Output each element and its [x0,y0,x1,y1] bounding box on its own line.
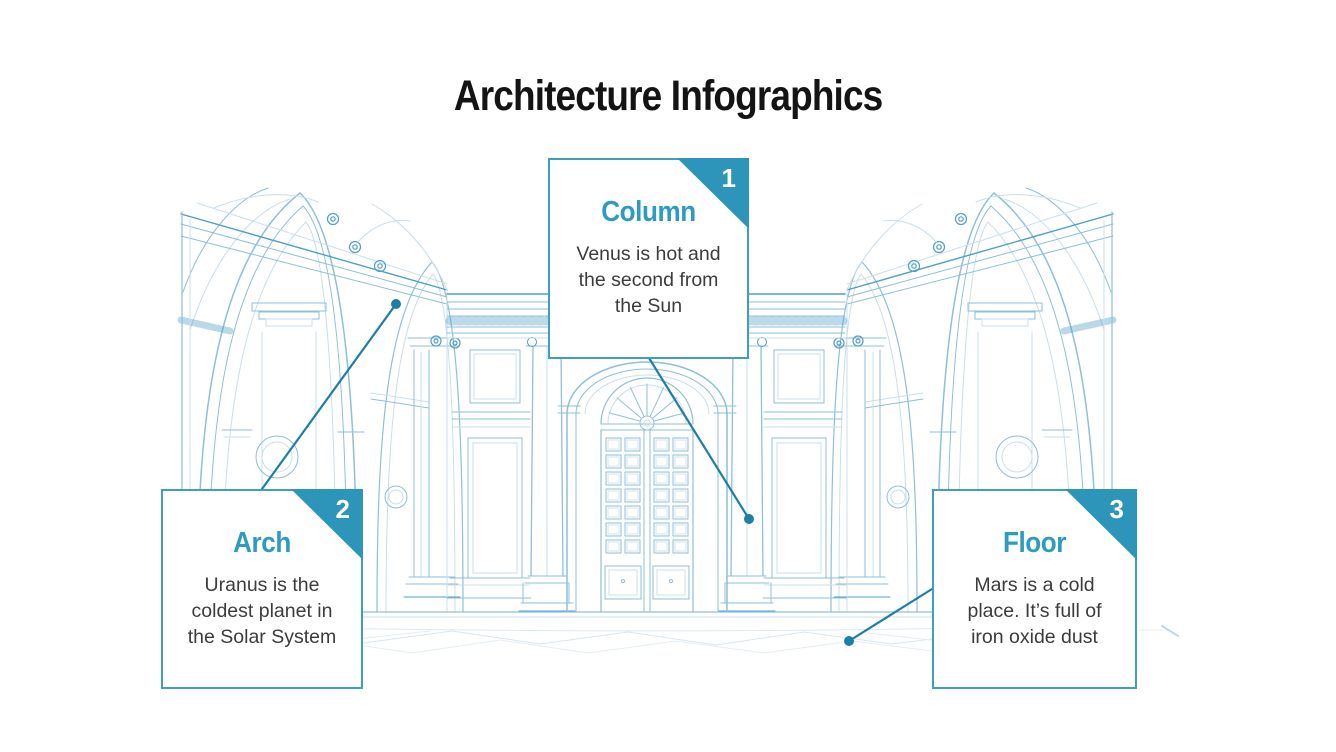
slide-title: Architecture Infographics [453,72,883,120]
card-body: Mars is a cold place. It’s full of iron … [967,574,1102,648]
card-heading: Column [601,196,696,228]
connector-2 [260,299,401,491]
connector-3 [844,587,934,646]
badge-number: 3 [1109,494,1124,524]
card-arch: 2 Arch Uranus is the coldest planet in t… [161,489,363,689]
connector-dot-2 [391,299,401,309]
badge-number: 2 [335,494,350,524]
card-body: Venus is hot and the second from the Sun [576,243,721,317]
card-floor: 3 Floor Mars is a cold place. It’s full … [932,489,1137,689]
badge-number: 1 [721,163,736,193]
title-wrap: Architecture Infographics [0,72,1336,121]
card-body: Uranus is the coldest planet in the Sola… [187,574,337,648]
card-heading: Floor [1003,527,1066,559]
connector-dot-3 [844,636,854,646]
card-column: 1 Column Venus is hot and the second fro… [548,158,749,359]
connector-dot-1 [744,514,754,524]
connector-1 [647,356,754,524]
card-heading: Arch [233,527,291,559]
